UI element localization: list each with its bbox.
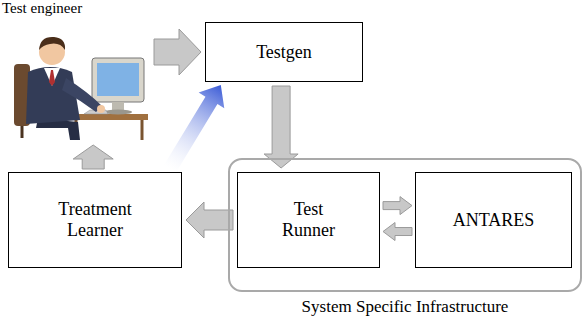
monitor-case <box>92 58 144 102</box>
person-hand <box>97 105 105 113</box>
group-band: Test RunnerANTARESSystem Specific Infras… <box>228 158 582 292</box>
actor-label: Test engineer <box>2 0 82 17</box>
box-label: Test Runner <box>274 199 344 240</box>
group-label: System Specific Infrastructure <box>302 297 509 317</box>
feedback-arrow <box>164 85 224 173</box>
process-box: Testgen <box>205 22 363 82</box>
person-hair <box>39 37 65 50</box>
system-box: ANTARES <box>415 172 572 268</box>
desk-leg <box>141 120 144 140</box>
flow-arrow <box>73 145 113 169</box>
chair-leg <box>21 126 24 138</box>
desk-top <box>68 114 148 120</box>
monitor-screen <box>97 63 139 96</box>
person-tie <box>49 70 55 86</box>
actor-figure: Test engineer <box>2 0 150 142</box>
person-arm <box>62 78 102 112</box>
monitor-base <box>104 110 132 115</box>
box-label: ANTARES <box>453 210 535 231</box>
box-label: Treatment Learner <box>45 199 145 240</box>
box-label: Testgen <box>256 42 312 63</box>
process-box: Test Runner <box>237 172 380 268</box>
person-shirt <box>44 68 60 86</box>
process-box: Treatment Learner <box>8 172 182 268</box>
flow-arrow <box>186 202 233 238</box>
flow-arrow <box>154 29 201 75</box>
flow-arrow <box>264 86 298 168</box>
flow-arrow <box>383 197 412 215</box>
monitor-stand <box>112 102 124 110</box>
flow-arrow <box>383 223 412 241</box>
